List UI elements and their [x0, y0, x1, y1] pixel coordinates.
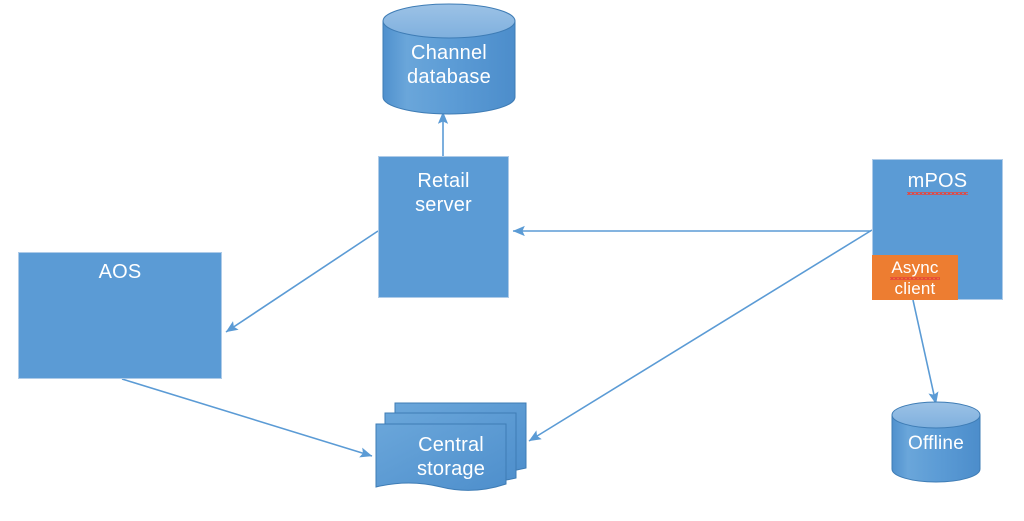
mpos-text-misspelled: mPOS — [906, 170, 969, 195]
connector-async-client-to-offline — [912, 299, 939, 405]
node-label-mpos: mPOS — [873, 169, 1002, 195]
cylinder-shape-channel-database — [382, 3, 516, 115]
aos-text: AOS — [98, 261, 142, 283]
connector-mpos-to-central-storage — [528, 229, 873, 442]
node-aos[interactable]: AOS — [18, 252, 222, 379]
node-label-aos: AOS — [19, 260, 221, 284]
async-client-line1-misspelled: Async — [890, 258, 940, 280]
node-offline[interactable]: Offline — [891, 401, 981, 484]
multidocument-shape-central-storage — [375, 402, 527, 491]
connector-aos-to-central-storage — [121, 378, 373, 458]
connector-retail-server-to-aos — [225, 230, 379, 333]
retail-server-line2: server — [415, 194, 472, 216]
cylinder-shape-offline — [891, 401, 981, 483]
async-client-line2: client — [894, 279, 936, 298]
retail-server-line1: Retail — [417, 170, 470, 192]
